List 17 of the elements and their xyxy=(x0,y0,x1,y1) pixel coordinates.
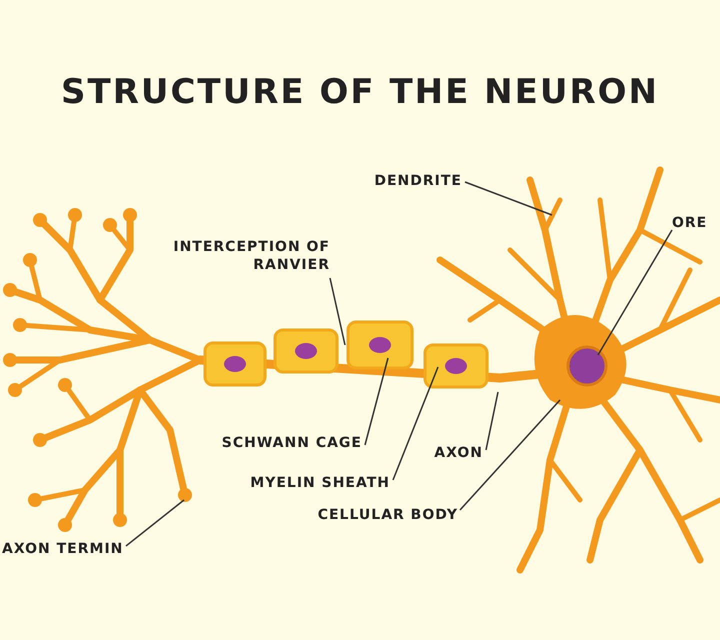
leader-line xyxy=(597,230,673,356)
part-label: SCHWANN CAGE xyxy=(220,434,362,452)
leader-line xyxy=(485,392,499,450)
part-label: AXON xyxy=(433,444,483,462)
leader-line xyxy=(126,499,184,547)
part-label: ORE xyxy=(672,214,708,232)
leader-line xyxy=(329,278,346,346)
leader-line xyxy=(459,400,561,510)
leader-line xyxy=(364,358,389,446)
part-label: DENDRITE xyxy=(373,172,462,190)
leader-line xyxy=(392,366,439,480)
part-label: AXON TERMIN xyxy=(2,540,124,558)
part-label: MYELIN SHEATH xyxy=(249,474,390,492)
title: STRUCTURE OF THE NEURON xyxy=(60,72,660,112)
leader-line xyxy=(464,181,552,216)
part-label: CELLULAR BODY xyxy=(316,506,458,524)
part-label: INTERCEPTION OF RANVIER xyxy=(172,238,330,274)
